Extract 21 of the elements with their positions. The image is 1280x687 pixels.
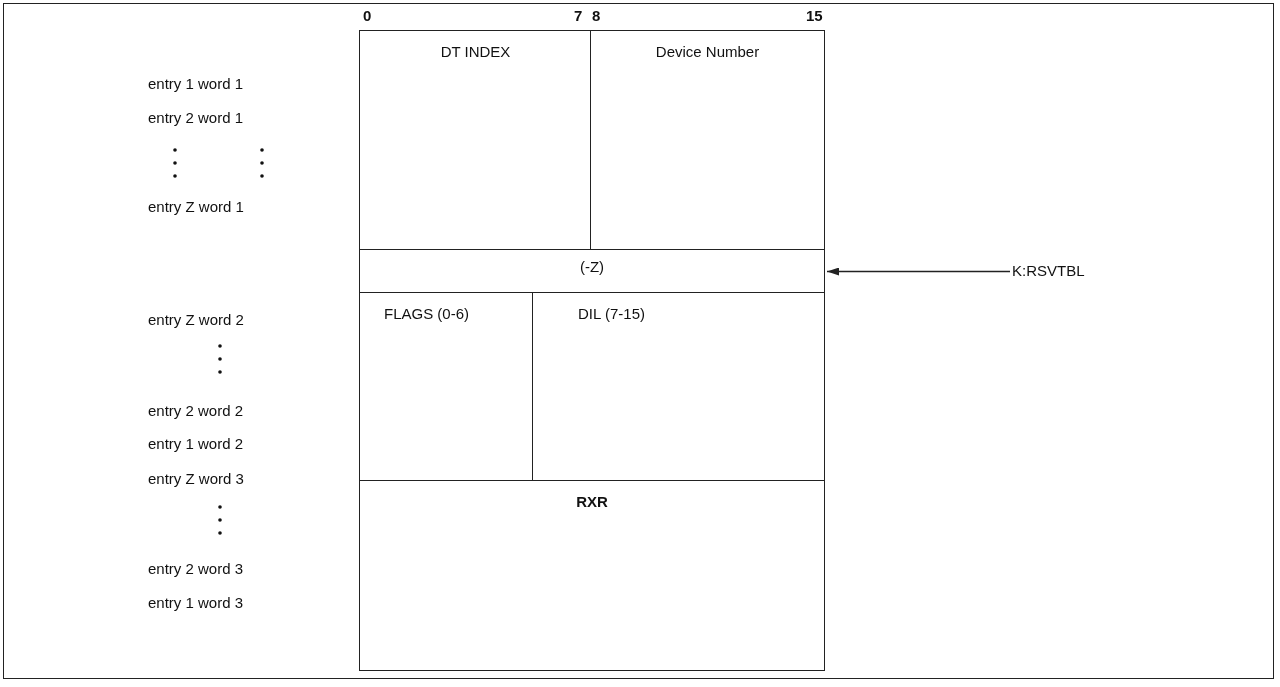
arrow <box>826 267 1011 276</box>
row-label: entry Z word 1 <box>148 198 244 215</box>
bit-number: 7 <box>574 7 583 24</box>
table-field: DT INDEX <box>359 30 592 251</box>
row-label: entry Z word 2 <box>148 311 244 328</box>
row-label: entry 2 word 2 <box>148 402 244 419</box>
row-label: entry 1 word 3 <box>148 594 244 611</box>
bit-number: 8 <box>592 7 601 24</box>
table-field: FLAGS (0-6) <box>359 292 534 482</box>
bit-number: 15 <box>806 7 823 24</box>
table-field: DIL (7-15) <box>532 292 825 482</box>
row-label: entry Z word 3 <box>148 470 244 487</box>
row-label: entry 2 word 1 <box>148 109 244 126</box>
bit-number: 0 <box>363 7 372 24</box>
table-field: (-Z) <box>359 249 825 294</box>
table-field: RXR <box>359 480 825 671</box>
table-field: Device Number <box>590 30 825 251</box>
row-label: entry 1 word 1 <box>148 75 244 92</box>
row-label: entry 1 word 2 <box>148 435 244 452</box>
row-label: entry 2 word 3 <box>148 560 244 577</box>
pointer-label: K:RSVTBL <box>1012 262 1085 279</box>
